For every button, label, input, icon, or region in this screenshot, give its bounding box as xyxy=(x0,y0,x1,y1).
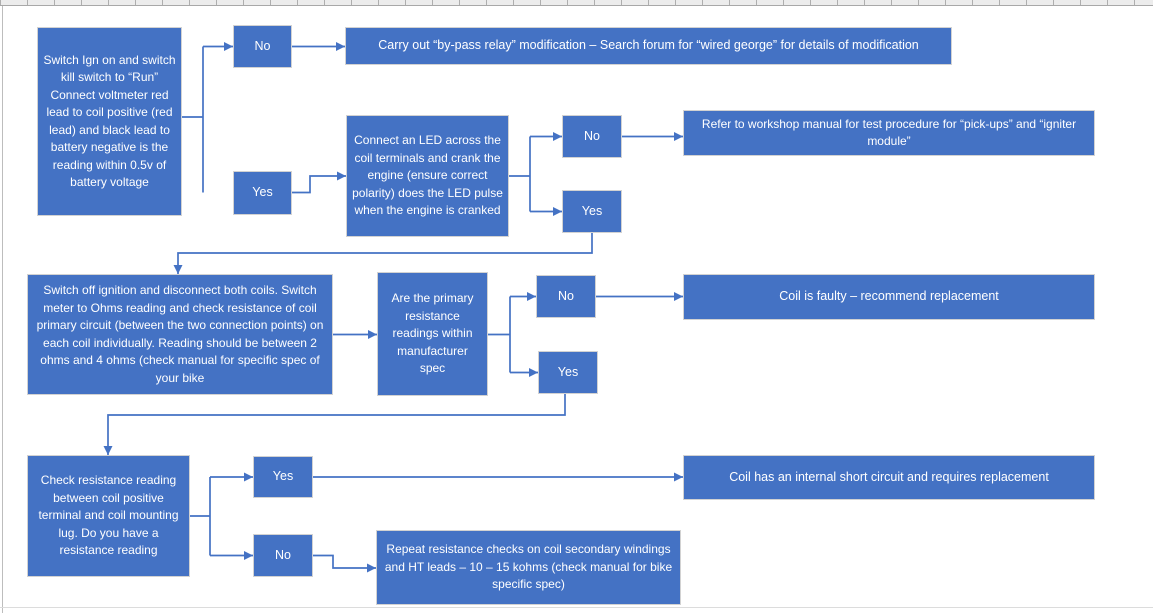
connector-primary-split xyxy=(488,296,511,373)
flow-node-mounting-lug-check: Check resistance reading between coil po… xyxy=(27,455,190,577)
flow-node-secondary-check: Repeat resistance checks on coil seconda… xyxy=(376,530,681,605)
flow-node-coil-faulty: Coil is faulty – recommend replacement xyxy=(683,274,1095,320)
flow-label-yes-4: Yes xyxy=(253,456,313,498)
connector-start-split xyxy=(182,46,204,193)
connector-led-split xyxy=(509,136,531,212)
flow-node-led-test: Connect an LED across the coil terminals… xyxy=(346,115,509,237)
flow-node-primary-resistance-check: Switch off ignition and disconnect both … xyxy=(27,274,333,395)
connector-yes2-to-ohms xyxy=(173,233,593,274)
flow-label-no-1: No xyxy=(233,25,292,68)
spreadsheet-bottom-gridline xyxy=(0,607,1153,608)
connector-no4-to-secondary xyxy=(313,554,376,573)
connector-yes1-to-led xyxy=(292,171,346,194)
spreadsheet-left-gridline xyxy=(2,6,3,613)
flow-node-start: Switch Ign on and switch kill switch to … xyxy=(37,27,182,216)
flow-label-yes-1: Yes xyxy=(233,171,292,215)
spreadsheet-column-header-strip xyxy=(0,0,1153,6)
flow-node-internal-short: Coil has an internal short circuit and r… xyxy=(683,455,1095,500)
flow-node-refer-workshop: Refer to workshop manual for test proced… xyxy=(683,110,1095,156)
connector-yes3-to-lug xyxy=(103,394,566,455)
flow-node-primary-spec-question: Are the primary resistance readings with… xyxy=(377,272,488,396)
connector-lug-split xyxy=(190,477,211,556)
flow-label-no-2: No xyxy=(562,115,622,158)
flow-label-yes-3: Yes xyxy=(538,351,598,394)
flow-label-no-3: No xyxy=(536,275,596,318)
flow-label-yes-2: Yes xyxy=(562,190,622,233)
flow-node-bypass-relay: Carry out “by-pass relay” modification –… xyxy=(345,27,952,65)
flow-label-no-4: No xyxy=(253,534,313,577)
